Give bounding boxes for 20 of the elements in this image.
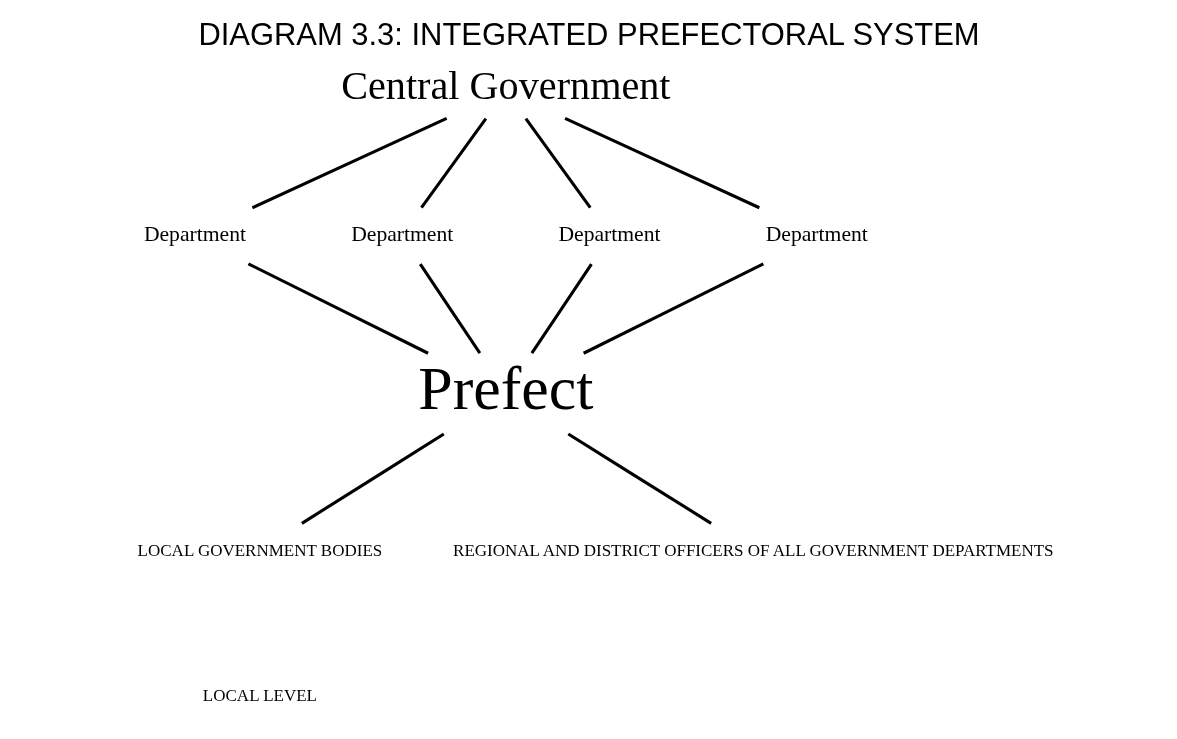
connector bbox=[247, 262, 429, 355]
connector bbox=[567, 432, 712, 525]
label: LOCAL LEVEL bbox=[202, 685, 317, 705]
node-text: Department bbox=[350, 222, 453, 247]
connector bbox=[419, 117, 487, 209]
node-text: LOCAL GOVERNMENT BODIES bbox=[137, 540, 382, 560]
connector bbox=[418, 263, 481, 354]
diagram-title: DIAGRAM 3.3: INTEGRATED PREFECTORAL SYSTEM bbox=[197, 17, 980, 53]
connector bbox=[251, 116, 447, 210]
connector bbox=[300, 432, 445, 525]
node-text: Department bbox=[143, 222, 246, 247]
connector bbox=[563, 116, 760, 210]
connector bbox=[530, 263, 593, 354]
node-text: Department bbox=[557, 222, 661, 247]
node-text: REGIONAL AND DISTRICT OFFICERS OF ALL GOVERNMENT DEPARTMENTS bbox=[452, 540, 1054, 560]
node-text: Department bbox=[765, 222, 868, 247]
connector bbox=[582, 262, 764, 355]
node-text: Prefect bbox=[417, 353, 593, 422]
connector bbox=[524, 117, 592, 209]
node-text: Central Government bbox=[340, 63, 671, 109]
